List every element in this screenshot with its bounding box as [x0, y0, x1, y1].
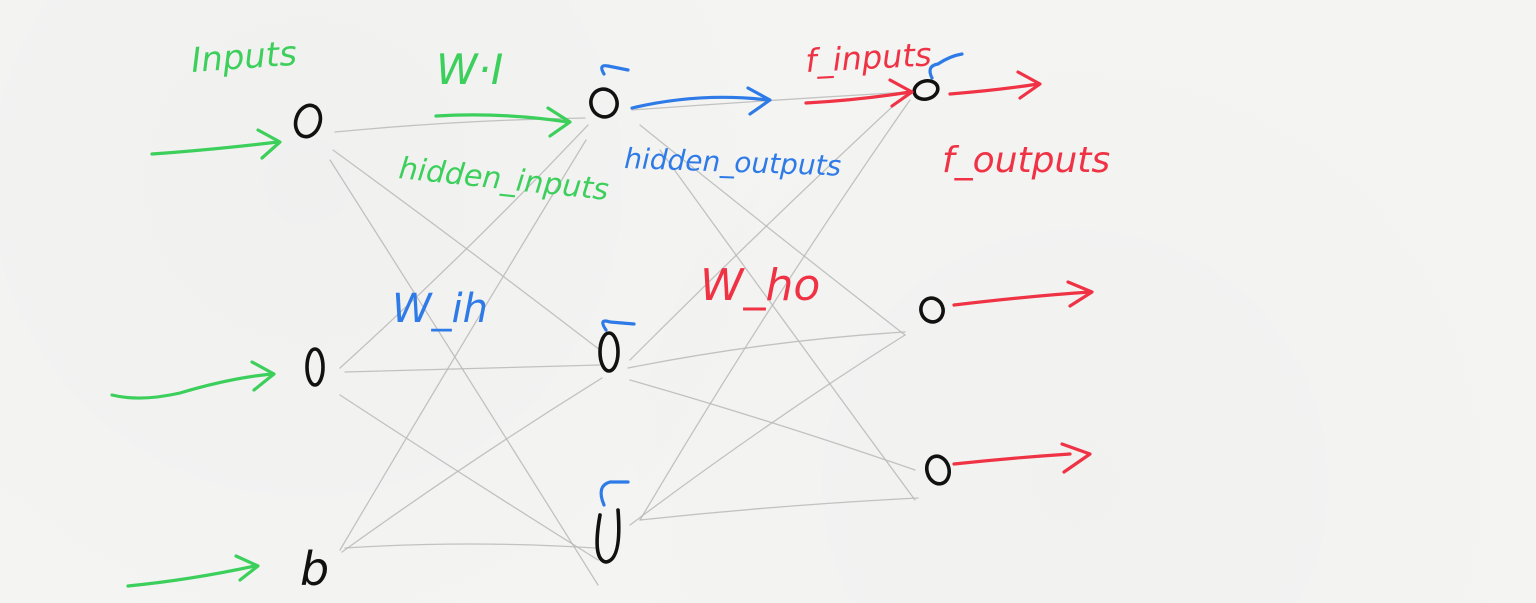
connection — [329, 159, 599, 586]
connection — [339, 394, 599, 561]
connection — [639, 99, 911, 521]
output-node — [924, 454, 952, 486]
inputs-label: Inputs — [190, 34, 298, 81]
connection — [639, 124, 906, 336]
output-arrow — [952, 280, 1094, 308]
output-arrow — [952, 442, 1092, 474]
weighted-input-label: W·I — [436, 45, 503, 94]
connection — [332, 149, 601, 351]
f-inputs-label: f_inputs — [804, 35, 932, 80]
input-arrow — [150, 128, 282, 160]
hidden-inputs-label: hidden_inputs — [397, 151, 610, 208]
final-input-arrow — [804, 78, 914, 108]
input-node — [305, 347, 325, 387]
connection — [629, 94, 906, 361]
w-ho-label: W_ho — [700, 260, 820, 311]
sigmoid-mark — [928, 52, 964, 80]
connection — [339, 124, 589, 369]
weighted-input-arrow — [434, 106, 572, 138]
output-node — [912, 78, 940, 102]
output-arrow — [948, 70, 1042, 100]
w-ih-label: W_ih — [392, 286, 488, 332]
input-node — [293, 103, 323, 139]
activation-marks — [599, 52, 964, 507]
sigmoid-mark — [601, 319, 636, 332]
input-arrows — [110, 106, 572, 588]
input-hidden-connections — [329, 117, 603, 586]
hidden-outputs-label: hidden_outputs — [624, 142, 842, 183]
hidden-output-connections — [627, 91, 919, 526]
output-layer — [912, 78, 952, 486]
connection — [629, 379, 916, 471]
f-outputs-label: f_outputs — [942, 140, 1110, 181]
sigmoid-mark — [599, 480, 630, 507]
output-arrows — [804, 70, 1094, 474]
input-arrow — [110, 360, 276, 400]
hidden-node — [598, 331, 620, 373]
connection — [344, 364, 601, 373]
sigmoid-mark — [600, 64, 630, 76]
hidden-node — [595, 508, 621, 564]
hidden-layer — [589, 87, 621, 564]
connection — [344, 543, 596, 549]
output-node — [919, 296, 945, 324]
connection — [341, 377, 603, 553]
connection — [659, 149, 916, 501]
input-arrow — [126, 554, 260, 588]
input-layer: b — [293, 103, 329, 596]
connection — [629, 334, 906, 526]
hidden-node — [589, 87, 619, 119]
hidden-output-arrow — [630, 86, 772, 116]
connection — [627, 331, 906, 369]
connection — [339, 139, 587, 551]
connection — [639, 497, 919, 521]
bias-label: b — [300, 542, 329, 596]
